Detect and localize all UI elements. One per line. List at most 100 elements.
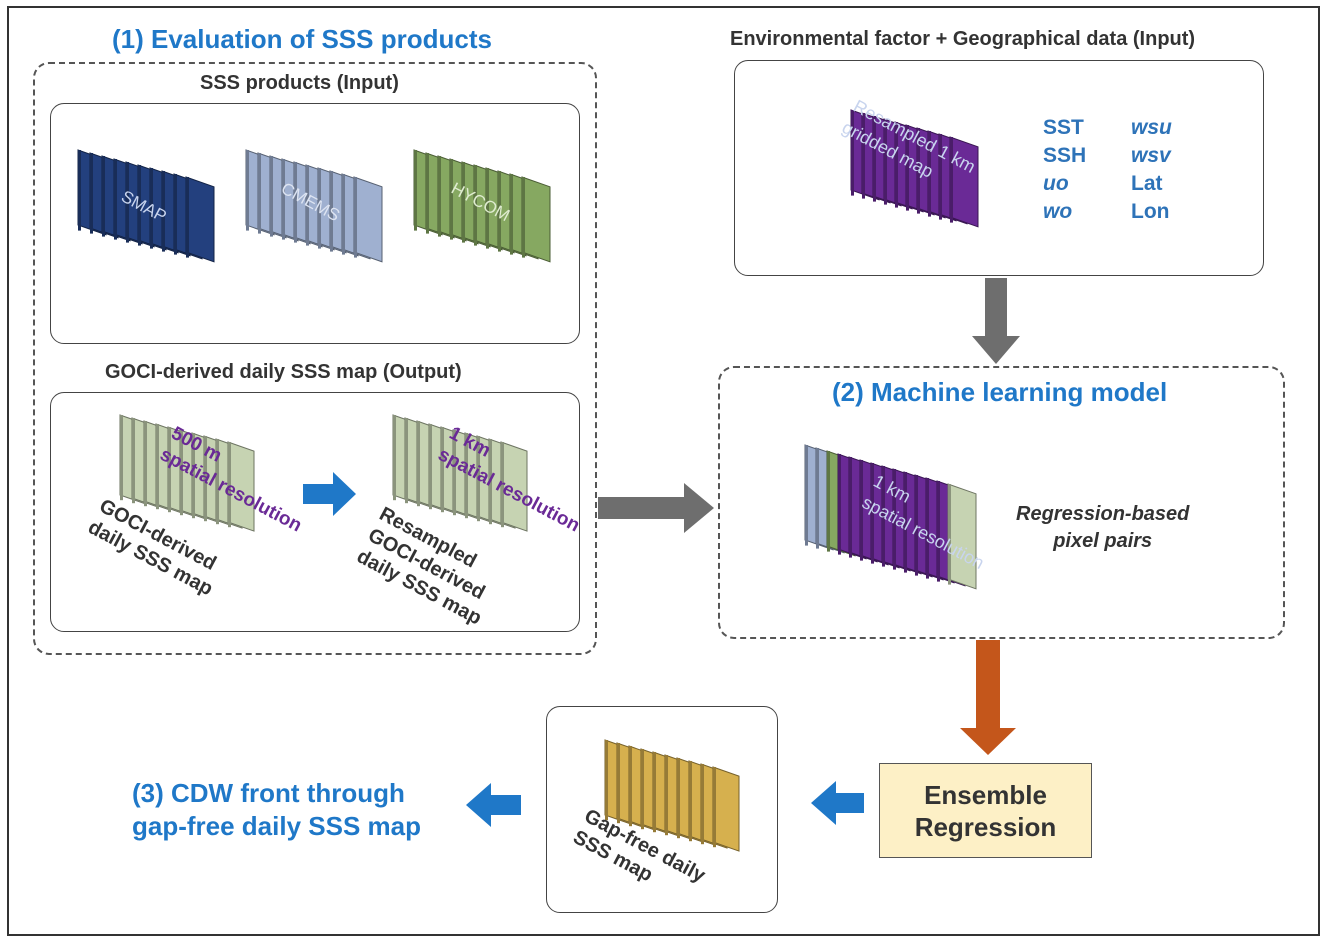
smap-stack-slab-edge (150, 168, 153, 249)
ml-input-stack-slab-edge (926, 478, 929, 579)
goci-500m-stack-slab-edge (228, 442, 231, 528)
env-gridded-stack-slab-edge (928, 131, 931, 217)
smap-stack-slab-edge (78, 150, 81, 231)
goci-1km-stack-slab-edge (441, 427, 444, 513)
ml-input-stack-slab-edge (871, 463, 874, 564)
gapfree-stack-slab-edge (677, 758, 680, 839)
goci-1km-stack-slab-edge (405, 418, 408, 504)
section2-title: (2) Machine learning model (832, 377, 1168, 407)
arrow-section1-to-ml (598, 483, 714, 533)
gapfree-stack-slab-edge (665, 755, 668, 836)
goci-500m-stack-slab-edge (132, 418, 135, 504)
hycom-stack-slab-edge (486, 168, 489, 249)
variable-wo: wo (1043, 200, 1073, 223)
variable-wsu: wsu (1131, 116, 1172, 139)
regression-note: Regression-based pixel pairs (1016, 501, 1189, 555)
arrow-ml-to-ensemble (960, 640, 1016, 755)
cmems-stack (245, 149, 383, 263)
ml-input-stack-slab-edge (904, 472, 907, 573)
hycom-stack-slab (521, 176, 551, 263)
ml-input-stack-slab-edge (838, 454, 841, 555)
section2-box (718, 366, 1285, 639)
section1-title: (1) Evaluation of SSS products (112, 24, 492, 54)
env-gridded-stack-slab-edge (873, 116, 876, 202)
goci-1km-stack-slab-edge (393, 415, 396, 501)
goci-1km-stack-slab-edge (429, 424, 432, 510)
variable-uo: uo (1043, 172, 1069, 195)
variable-lon: Lon (1131, 200, 1170, 223)
ensemble-label-line2: Regression (914, 811, 1057, 842)
smap-stack-slab-edge (174, 174, 177, 255)
env-gridded-stack-slab-edge (851, 110, 854, 196)
arrow-ensemble-to-gapfree (811, 781, 864, 825)
hycom-stack-slab-edge (414, 150, 417, 231)
env-gridded-stack-slab-edge (884, 119, 887, 205)
cmems-stack-slab-edge (294, 162, 297, 243)
hycom-stack-slab-edge (522, 177, 525, 258)
variable-wsv: wsv (1131, 144, 1171, 167)
gapfree-stack-slab-edge (605, 740, 608, 821)
variable-lat: Lat (1131, 172, 1163, 195)
goci-1km-stack-slab-edge (477, 436, 480, 522)
section3-title: (3) CDW front through gap-free daily SSS… (132, 777, 421, 843)
cmems-stack-slab-edge (318, 168, 321, 249)
goci-500m-stack-slab-edge (168, 427, 171, 513)
ml-input-stack-slab-edge (937, 481, 940, 582)
smap-stack-slab-edge (90, 153, 93, 234)
gapfree-stack-slab (712, 766, 740, 852)
goci-500m-stack-slab-edge (156, 424, 159, 510)
smap-stack-slab-edge (186, 177, 189, 258)
ml-input-stack-slab-edge (915, 475, 918, 576)
hycom-stack-slab-edge (426, 153, 429, 234)
gapfree-stack-slab-edge (629, 746, 632, 827)
goci-1km-stack-slab-edge (465, 433, 468, 519)
smap-stack-slab-edge (126, 162, 129, 243)
gapfree-stack-slab-edge (701, 764, 704, 845)
variable-ssh: SSH (1043, 144, 1087, 167)
gapfree-stack-slab-edge (713, 767, 716, 848)
variable-sst: SST (1043, 116, 1084, 139)
goci-1km-stack-slab-edge (417, 421, 420, 507)
goci-500m-stack-slab-edge (204, 436, 207, 522)
ml-input-stack-slab-edge (805, 445, 808, 546)
env-gridded-stack-slab-edge (950, 137, 953, 223)
gapfree-stack-slab-edge (689, 761, 692, 842)
goci-1km-stack-slab-edge (489, 439, 492, 525)
regression-note-line1: Regression-based (1016, 503, 1190, 525)
env-variables-col2: wsu wsv Lat Lon (1131, 114, 1172, 226)
hycom-stack-slab-edge (438, 156, 441, 237)
smap-stack-slab (185, 176, 215, 263)
arrow-resample (303, 472, 356, 516)
goci-500m-stack-slab-edge (180, 430, 183, 516)
smap-stack-slab-edge (162, 171, 165, 252)
env-input-title: Environmental factor + Geographical data… (730, 28, 1196, 50)
hycom-stack-slab-edge (450, 159, 453, 240)
cmems-stack-slab-edge (270, 156, 273, 237)
goci-500m-stack-slab-edge (192, 433, 195, 519)
hycom-stack-slab-edge (498, 171, 501, 252)
goci-1km-stack (392, 414, 528, 532)
goci-output-label: GOCI-derived daily SSS map (Output) (105, 361, 462, 383)
ml-input-stack-slab-edge (816, 448, 819, 549)
hycom-stack (413, 149, 551, 263)
ml-input-stack (804, 444, 977, 590)
ml-input-stack-slab-edge (948, 484, 951, 585)
arrow-env-to-ml (972, 278, 1020, 364)
cmems-stack-slab-edge (258, 153, 261, 234)
cmems-stack-slab-edge (354, 177, 357, 258)
hycom-stack-slab-edge (510, 174, 513, 255)
smap-stack-slab-edge (102, 156, 105, 237)
diagram-frame (7, 6, 1320, 936)
goci-1km-stack-slab-edge (453, 430, 456, 516)
env-gridded-stack-slab-edge (917, 128, 920, 214)
ml-input-stack-slab-edge (882, 466, 885, 567)
section3-title-line1: (3) CDW front through (132, 778, 405, 808)
regression-note-line2: pixel pairs (1053, 530, 1153, 552)
env-input-box (734, 60, 1264, 276)
hycom-stack-slab-edge (474, 165, 477, 246)
products-input-label: SSS products (Input) (200, 72, 399, 94)
ensemble-regression-box: Ensemble Regression (879, 763, 1092, 858)
goci-500m-stack-slab-edge (120, 415, 123, 501)
ml-input-stack-slab-edge (893, 469, 896, 570)
